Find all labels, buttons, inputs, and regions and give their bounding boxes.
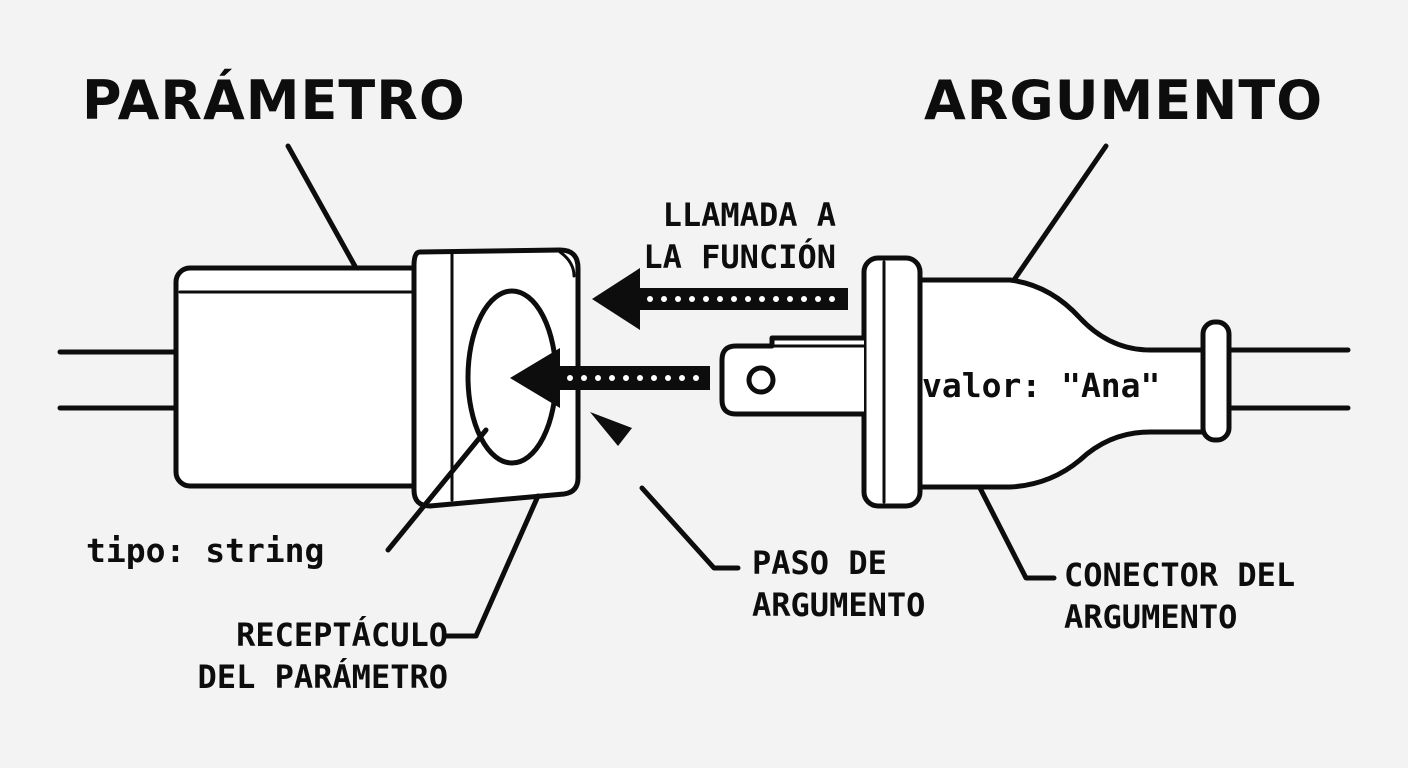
parameter-type-leader — [385, 427, 489, 553]
parameter-title-leader — [285, 143, 359, 271]
argument-value-label: valor: "Ana" — [922, 366, 1161, 405]
function-call-label-line-2: LA FUNCIÓN — [643, 238, 836, 276]
argument-insert-arrow-dots — [567, 375, 699, 381]
argument-passing-label: PASO DE ARGUMENTO — [752, 542, 925, 626]
argument-insert-arrow — [510, 348, 710, 408]
parameter-title: PARÁMETRO — [82, 69, 466, 132]
passing-leader — [639, 485, 741, 571]
parameter-type-label: tipo: string — [86, 531, 325, 570]
function-call-label-line-1: LLAMADA A — [662, 196, 836, 234]
argument-plug-body — [903, 277, 1351, 490]
argument-title-leader — [1011, 143, 1109, 283]
argument-plug-prong — [719, 335, 867, 417]
parameter-receptacle-label-line-2: DEL PARÁMETRO — [197, 658, 448, 696]
function-call-arrow — [592, 268, 848, 330]
argument-title: ARGUMENTO — [924, 69, 1324, 132]
argument-connector-label-line-1: CONECTOR DEL — [1064, 556, 1296, 594]
argument-plug-collar — [861, 255, 923, 509]
parameter-receptacle-label: RECEPTÁCULO DEL PARÁMETRO — [198, 614, 448, 698]
argument-connector-label: CONECTOR DEL ARGUMENTO — [1064, 554, 1295, 638]
parameter-socket-face — [411, 247, 581, 509]
function-call-arrow-dots — [647, 296, 835, 302]
argument-passing-label-line-1: PASO DE — [752, 544, 887, 582]
parameter-cable — [57, 349, 181, 411]
argument-connector-label-line-2: ARGUMENTO — [1064, 598, 1238, 636]
leader-lines — [285, 143, 1109, 639]
argument-passing-label-line-2: ARGUMENTO — [752, 586, 926, 624]
passing-arrow-head — [590, 412, 632, 446]
receptacle-leader — [443, 493, 541, 639]
parameter-receptacle-label-line-1: RECEPTÁCULO — [236, 616, 448, 654]
function-call-label: LLAMADA A LA FUNCIÓN — [643, 194, 836, 278]
connector-leader — [977, 485, 1057, 581]
parameter-socket-body — [173, 265, 431, 489]
